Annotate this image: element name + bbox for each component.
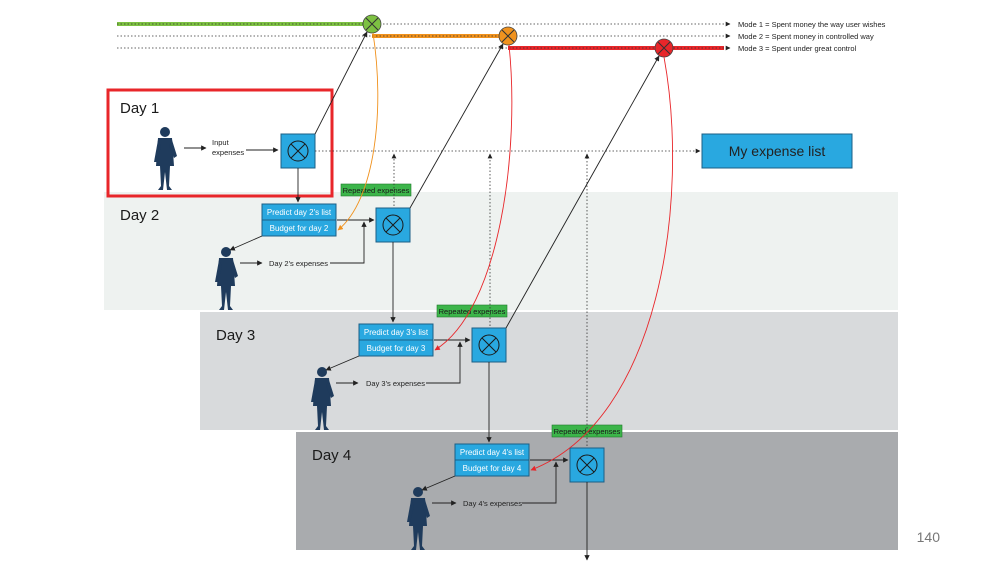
budget-label: Budget for day 3 [367,344,426,353]
day1-label: Day 1 [120,100,159,117]
expense-list-label: My expense list [729,143,826,159]
repeated-label: Repeated expenses [439,307,506,316]
repeated-expenses-day2: Repeated expenses [340,183,412,197]
processor-day3 [471,327,507,363]
mode3-circle [654,38,674,58]
input-label-line1: Input [212,138,230,147]
day3-band [200,312,898,430]
day3-label: Day 3 [216,327,255,344]
mode1-label: Mode 1 = Spent money the way user wishes [738,20,886,29]
person-icon [154,127,177,190]
processor-day4 [569,447,605,483]
input-label-line2: expenses [212,148,244,157]
repeated-label: Repeated expenses [343,186,410,195]
budget-label: Budget for day 2 [270,224,329,233]
processor-day1 [280,133,316,169]
day1-highlight [106,88,334,198]
mode2-label: Mode 2 = Spent money in controlled way [738,32,874,41]
day4-label: Day 4 [312,447,351,464]
mode2-circle [498,26,518,46]
expense-list-box [701,133,853,169]
mode3-label: Mode 3 = Spent under great control [738,44,857,53]
expenses-label: Day 4's expenses [463,499,522,508]
mode1-circle [362,14,382,34]
day2-label: Day 2 [120,207,159,224]
predict-label: Predict day 3's list [364,328,429,337]
expenses-label: Day 3's expenses [366,379,425,388]
predict-label: Predict day 2's list [267,208,332,217]
predict-box-day4: Predict day 4's list Budget for day 4 [454,443,530,477]
expenses-label: Day 2's expenses [269,259,328,268]
page-number: 140 [916,529,940,545]
predict-box-day3: Predict day 3's list Budget for day 3 [358,323,434,357]
budget-label: Budget for day 4 [463,464,522,473]
predict-box-day2: Predict day 2's list Budget for day 2 [261,203,337,237]
predict-label: Predict day 4's list [460,448,525,457]
repeated-expenses-day3: Repeated expenses [436,304,508,318]
day2-band [104,192,898,310]
processor-day2 [375,207,411,243]
